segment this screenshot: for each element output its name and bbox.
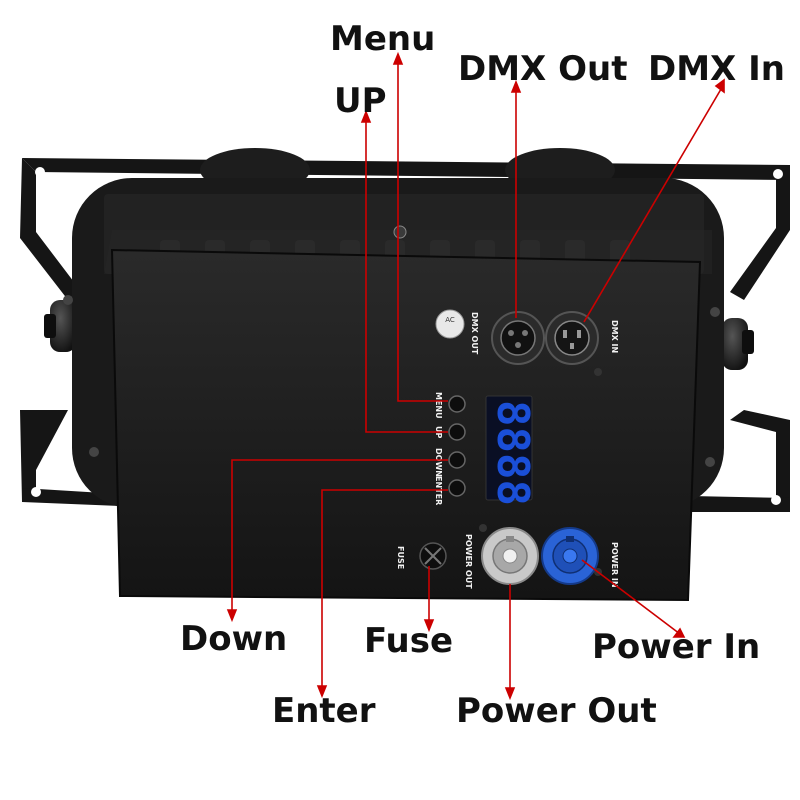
fuse-holder[interactable] xyxy=(419,542,447,570)
leader-power-in xyxy=(581,559,681,635)
power-out-connector[interactable] xyxy=(481,527,539,585)
power-out-panel-label: POWER OUT xyxy=(464,534,473,589)
up-button[interactable] xyxy=(448,423,466,441)
power-in-panel-label: POWER IN xyxy=(610,542,619,588)
callout-power-in: Power In xyxy=(592,627,761,667)
leader-enter xyxy=(321,489,448,690)
leader-dmx-in xyxy=(583,83,725,323)
ac-sticker-label: AC xyxy=(445,316,455,324)
led-display-digits: 8888 xyxy=(487,400,538,506)
dmx-out-connector[interactable] xyxy=(491,311,545,365)
dmx-in-connector[interactable] xyxy=(545,311,599,365)
callout-fuse: Fuse xyxy=(364,621,454,661)
ac-sticker: AC xyxy=(435,309,465,339)
callout-up: UP xyxy=(334,81,387,121)
leader-menu xyxy=(397,60,448,402)
callout-down: Down xyxy=(180,619,288,659)
side-knob-left xyxy=(44,300,76,352)
control-buttons xyxy=(448,395,466,497)
leader-down xyxy=(231,459,448,614)
led-display: 8888 xyxy=(485,395,538,506)
callout-menu: Menu xyxy=(330,19,436,59)
down-button[interactable] xyxy=(448,451,466,469)
leader-up xyxy=(365,118,448,433)
rear-panel xyxy=(63,225,720,602)
enter-button[interactable] xyxy=(448,479,466,497)
menu-panel-label: MENU xyxy=(434,392,443,419)
fuse-panel-label: FUSE xyxy=(396,546,405,569)
callout-power-out: Power Out xyxy=(456,691,657,731)
callout-dmx-out: DMX Out xyxy=(458,49,628,89)
callout-dmx-in: DMX In xyxy=(648,49,785,89)
power-in-connector[interactable] xyxy=(541,527,599,585)
leader-lines xyxy=(226,51,725,701)
dmx-in-panel-label: DMX IN xyxy=(610,320,619,353)
callout-enter: Enter xyxy=(272,691,376,731)
down-panel-label: DOWN xyxy=(434,448,443,477)
menu-button[interactable] xyxy=(448,395,466,413)
side-knob-right xyxy=(722,318,754,370)
dmx-out-panel-label: DMX OUT xyxy=(470,312,479,355)
